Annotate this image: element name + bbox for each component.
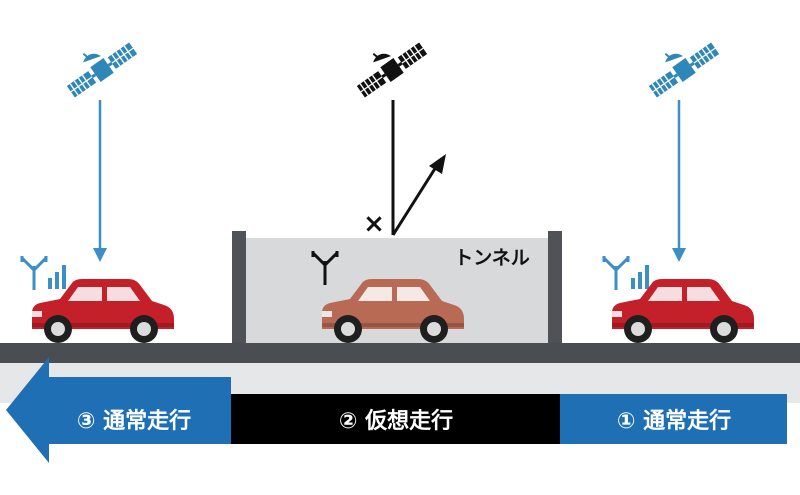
- signal-arrow-right: [672, 100, 686, 262]
- blocked-mark: ×: [363, 209, 385, 239]
- car-icon: [32, 279, 174, 343]
- tunnel-right-wall: [548, 231, 562, 343]
- phase-1-band: [560, 394, 787, 444]
- phase-1-label: ① 通常走行: [617, 408, 731, 434]
- satellite-icon: [637, 27, 722, 101]
- signal-bars-icon: [48, 265, 66, 289]
- antenna-icon: [20, 254, 48, 292]
- tunnel-left-wall: [232, 231, 246, 343]
- tunnel-label: トンネル: [454, 247, 530, 269]
- signal-arrow-left: [93, 100, 107, 262]
- phase-2-label: ② 仮想走行: [339, 408, 453, 434]
- signal-blocked: ×: [363, 100, 446, 239]
- phase-3-band: [49, 394, 231, 444]
- road: [0, 343, 800, 363]
- signal-bars-icon: [631, 265, 649, 289]
- phase-3-label: ③ 通常走行: [77, 408, 191, 434]
- satellite-icon: [345, 27, 430, 101]
- satellite-icon: [55, 27, 140, 101]
- antenna-icon: [602, 254, 630, 292]
- phase-2-band: [231, 394, 560, 444]
- direction-arrow: ③ 通常走行 ② 仮想走行 ① 通常走行: [6, 357, 787, 463]
